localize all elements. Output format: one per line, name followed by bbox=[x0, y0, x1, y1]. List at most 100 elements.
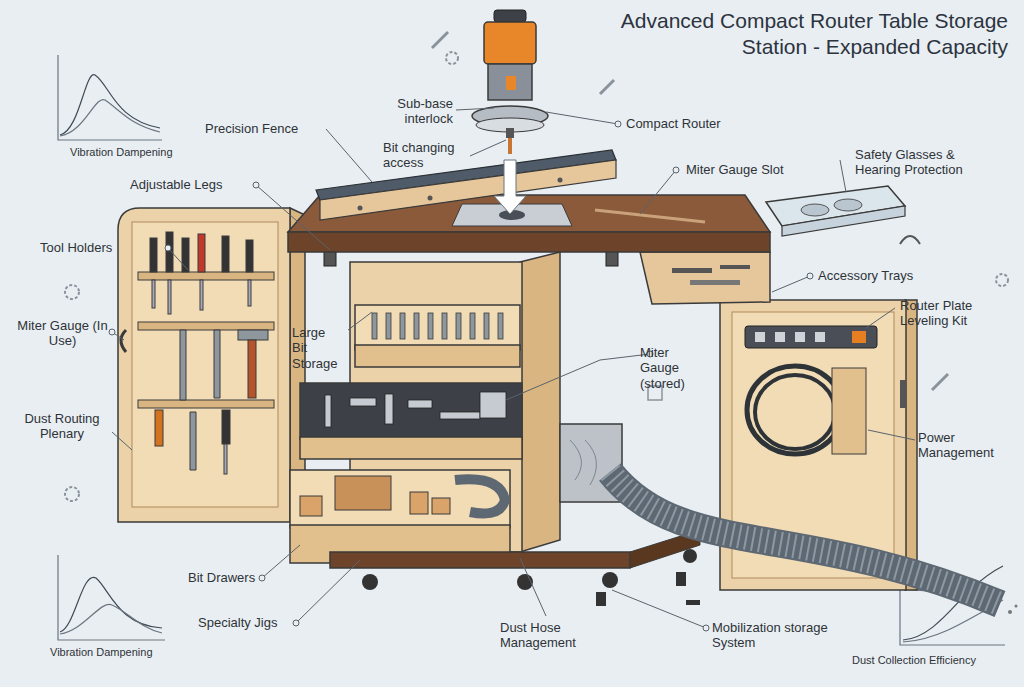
leader-line bbox=[168, 248, 188, 270]
screwdriver-shaft bbox=[152, 280, 155, 308]
jig-block bbox=[410, 492, 428, 514]
callout-label: Miter Gauge Slot bbox=[686, 162, 816, 177]
power-strip bbox=[745, 326, 877, 348]
router-lock bbox=[506, 76, 516, 90]
leveling-foot bbox=[596, 592, 606, 606]
router-bit bbox=[372, 313, 377, 339]
router-cap bbox=[494, 10, 526, 22]
insert-arrow bbox=[494, 160, 526, 214]
router-bit bbox=[442, 313, 447, 339]
leader-dot bbox=[253, 182, 259, 188]
outlet bbox=[795, 332, 805, 342]
leader-dot bbox=[259, 575, 265, 581]
holder-rail bbox=[138, 400, 274, 408]
wrench bbox=[214, 330, 220, 398]
router-bit bbox=[456, 313, 461, 339]
gear-icon bbox=[65, 285, 79, 299]
callout-label: Adjustable Legs bbox=[130, 177, 255, 192]
callout-label: Precision Fence bbox=[205, 121, 325, 136]
callout-label: Bit changing access bbox=[383, 140, 471, 171]
callout-label: Miter Gauge (In Use) bbox=[10, 318, 115, 349]
caster bbox=[683, 549, 697, 563]
screwdriver-shaft bbox=[224, 444, 227, 474]
tray-tool bbox=[720, 265, 750, 269]
tray-tool bbox=[690, 280, 740, 285]
leader-dot bbox=[673, 167, 679, 173]
title: Advanced Compact Router Table Storage St… bbox=[578, 8, 1008, 61]
gear-icon bbox=[996, 274, 1008, 286]
jig-block bbox=[300, 496, 322, 516]
wrench bbox=[180, 330, 186, 400]
dust-particles bbox=[1008, 610, 1012, 614]
stored-bit bbox=[325, 395, 331, 427]
holder-rail bbox=[138, 272, 274, 280]
leader-line bbox=[612, 590, 706, 628]
cord-coil bbox=[755, 375, 835, 449]
leader-line bbox=[866, 308, 895, 328]
hammer-head bbox=[238, 330, 268, 340]
handle bbox=[900, 380, 906, 408]
stored-bit bbox=[385, 394, 393, 424]
door-inner bbox=[132, 222, 278, 507]
dust-hose bbox=[610, 472, 1000, 604]
leader-dot bbox=[703, 625, 709, 631]
router-bit bbox=[386, 313, 391, 339]
callout-label: Large Bit Storage bbox=[292, 325, 344, 371]
graph-curve bbox=[60, 604, 162, 634]
callout-label: Mobilization storage System bbox=[712, 620, 864, 651]
headphones-icon bbox=[900, 236, 920, 244]
outlet bbox=[755, 332, 765, 342]
stored-miter-gauge bbox=[480, 392, 506, 418]
miter-slot bbox=[595, 210, 705, 222]
cabinet-side bbox=[520, 252, 560, 552]
router-collet bbox=[506, 128, 514, 138]
jig-box bbox=[335, 476, 391, 510]
hose-coil bbox=[455, 479, 505, 513]
wrench bbox=[190, 412, 196, 470]
callout-label: Dust Routing Plenary bbox=[12, 411, 112, 442]
door-panel bbox=[118, 208, 290, 522]
fence-knob bbox=[358, 206, 363, 211]
screwdriver bbox=[246, 240, 253, 272]
screwdriver bbox=[150, 238, 157, 272]
drawer-front bbox=[300, 437, 522, 459]
leveling-foot bbox=[676, 572, 686, 586]
pencil-icon bbox=[600, 80, 614, 94]
callout-label: Miter Gauge (stored) bbox=[640, 345, 698, 391]
leader-line bbox=[506, 354, 650, 400]
callout-label: Dust Hose Management bbox=[500, 620, 612, 651]
router-bit bbox=[400, 313, 405, 339]
router-bit bbox=[508, 138, 512, 154]
leader-line bbox=[546, 112, 618, 124]
callout-label: Specialty Jigs bbox=[198, 615, 308, 630]
router-bit bbox=[470, 313, 475, 339]
cord-coil bbox=[747, 366, 843, 454]
fence-knob bbox=[558, 178, 563, 183]
stored-bit bbox=[350, 398, 376, 406]
leader-line bbox=[640, 170, 676, 214]
leader-dot bbox=[109, 329, 115, 335]
hammer-handle bbox=[248, 340, 256, 398]
gear-icon bbox=[65, 487, 79, 501]
fence-face bbox=[320, 160, 616, 220]
caster bbox=[362, 574, 378, 590]
callout-label: Tool Holders bbox=[40, 240, 160, 255]
leader-line bbox=[868, 430, 915, 440]
router-bit bbox=[428, 313, 433, 339]
holder-rail bbox=[138, 322, 274, 330]
outlet bbox=[815, 332, 825, 342]
screwdriver bbox=[198, 234, 205, 272]
side-panel-edge bbox=[905, 300, 917, 590]
screwdriver bbox=[222, 236, 229, 272]
airflow bbox=[570, 440, 596, 485]
router-bit bbox=[414, 313, 419, 339]
leader-line bbox=[840, 160, 846, 192]
caster bbox=[602, 572, 618, 588]
bit-drawer bbox=[355, 305, 520, 350]
router-bit bbox=[484, 313, 489, 339]
safety-glasses bbox=[834, 199, 862, 211]
stored-bit bbox=[408, 400, 432, 408]
screwdriver-shaft bbox=[200, 280, 203, 310]
